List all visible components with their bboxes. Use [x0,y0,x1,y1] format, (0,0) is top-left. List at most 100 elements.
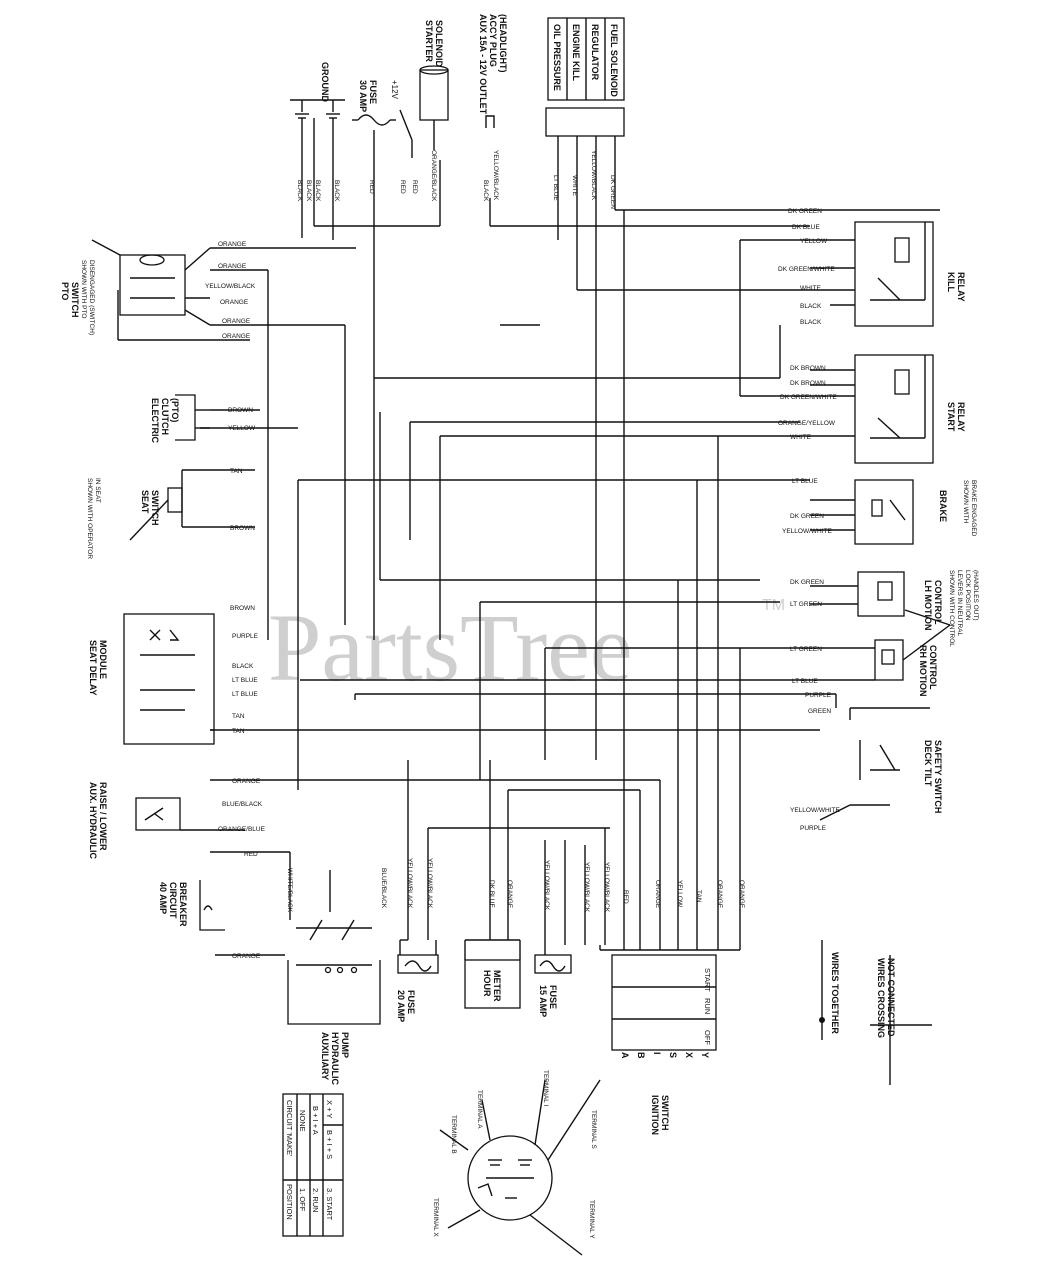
rh-wire-2: LT BLUE [792,678,818,685]
legend-junction-dot [819,1017,825,1023]
starter-solenoid: STARTER SOLENOID [399,20,449,158]
plus-12v-label: +12V [390,80,399,100]
ign-letter-a: A [620,1052,630,1059]
brake-label: BRAKE [938,490,948,522]
start-wire-1: DK BROWN [790,365,826,372]
aux-outlet-label-3: (HEADLIGHT) [498,14,508,73]
brake-wire-2: DK GREEN [790,513,824,520]
fuse-20-label-2: FUSE [406,990,416,1014]
ign-row-off: OFF [703,1030,712,1045]
seat-wire-1: TAN [230,468,243,475]
delay-wire-5: LT BLUE [232,691,258,698]
breaker-label-1: 40 AMP [158,882,168,914]
kill-wire-4: DK GREEN/WHITE [778,266,835,273]
lh-motion-control: LH MOTION CONTROL SHOWN WITH CONTROL LEV… [790,570,979,647]
bw-2: BLUE/BLACK [380,868,387,909]
bw-8: YELLOW/BLACK [583,862,590,913]
breaker-wire: ORANGE [232,953,261,960]
bw-10: RED [622,890,629,904]
ign-letter-b: B [636,1052,646,1059]
brake-note-1: SHOWN WITH [962,480,969,524]
aux-wire-4: RED [244,851,258,858]
pto-note-2: DISENGAGED (SWITCH) [88,260,95,335]
lh-wire-1: DK GREEN [790,579,824,586]
seat-delay-label-1: SEAT DELAY [88,640,98,696]
fuse-15-label-1: 15 AMP [538,985,548,1017]
bw-5: DK BLUE [488,880,495,908]
rh-label-1: RH MOTION [918,645,928,697]
legend-wires-together: WIRES TOGETHER [830,952,840,1034]
ground-group: GROUND [290,62,345,240]
start-relay-label-1: START [946,402,956,432]
aux-wire-3: ORANGE/BLUE [218,826,266,833]
aux-outlet-label-2: ACCY PLUG [488,14,498,67]
aux-outlet: AUX 15A - 12V OUTLET ACCY PLUG (HEADLIGH… [478,14,508,128]
seat-delay-label-2: MODULE [98,640,108,679]
brake-switch: BRAKE SHOWN WITH BRAKE ENGAGED LT BLUE D… [782,478,977,545]
wire-label-ground-1: BLACK [296,180,303,202]
table-row-1-pos: 1. OFF [298,1188,307,1212]
bw-12: YELLOW [676,880,683,908]
delay-wire-7: TAN [232,728,245,735]
kill-relay: KILL RELAY DK GREEN DK BLUE YELLOW DK GR… [739,208,966,396]
motion-note-1: SHOWN WITH CONTROL [948,570,955,647]
brake-wire-3: YELLOW/WHITE [782,528,833,535]
ign-letter-s: S [668,1052,678,1058]
table-row-3-pos: 3. START [325,1188,334,1221]
brake-note-2: BRAKE ENGAGED [970,480,977,537]
deck-wire-3: YELLOW/WHITE [790,807,841,814]
electric-clutch: ELECTRIC CLUTCH (PTO) BROWN YELLOW [150,394,256,444]
vertical-wires [544,210,741,950]
table-row-1-circuit: NONE [298,1110,307,1132]
wire-label-ground-2: BLACK [305,180,312,202]
fuse-15-amp: 15 AMP FUSE [534,945,572,1017]
kill-wire-7: BLACK [800,319,822,326]
pto-wire-3: YELLOW/BLACK [205,283,256,290]
horizontal-wires [118,160,940,956]
terminal-s-label: TERMINAL S [590,1110,597,1149]
terminal-y-label: TERMINAL Y [588,1200,595,1239]
hour-meter: HOUR METER [464,939,521,1009]
kill-wire-5: WHITE [800,285,822,292]
position-table: POSITION CIRCUIT 'MAKE' 1. OFF NONE 2. R… [282,1093,344,1237]
aux-outlet-label-1: AUX 15A - 12V OUTLET [478,14,488,115]
aux-hyd-label-2: RAISE / LOWER [98,782,108,851]
delay-wire-3: BLACK [232,663,254,670]
fuse-15-label-2: FUSE [548,985,558,1009]
rh-wire-1: LT GREEN [790,646,822,653]
pto-wire-1: ORANGE [218,241,247,248]
delay-wire-2: PURPLE [232,633,259,640]
lh-label-2: CONTROL [933,580,943,625]
legend: WIRES TOGETHER WIRES CROSSING NOT CONNEC… [819,940,932,1085]
brake-wire-1: LT BLUE [792,478,818,485]
wire-label-fuse-4: ORANGE/BLACK [430,150,437,202]
seat-label-2: SWITCH [150,490,160,526]
bw-1: WHITE/BLACK [286,868,293,913]
top-connector: OIL PRESSURE ENGINE KILL REGULATOR FUEL … [545,17,625,760]
motion-note-2: LEVERS IN NEUTRAL [956,570,963,636]
ign-row-start: START [703,968,712,992]
aux-wire-2: BLUE/BLACK [222,801,263,808]
hour-meter-label-1: HOUR [482,970,492,997]
pump-label-3: PUMP [340,1032,350,1058]
ignition-key-diagram: TERMINAL B TERMINAL A TERMINAL I TERMINA… [432,1070,601,1256]
wire-label-fuse-1: RED [368,180,375,194]
bw-13: TAN [695,890,702,903]
top-wire-labels: BLACK BLACK BLACK BLACK RED RED RED ORAN… [296,150,499,202]
kill-relay-label-2: RELAY [956,272,966,302]
fuse-20-label-1: 20 AMP [396,990,406,1022]
bw-14: ORANGE [716,880,723,909]
pto-wire-6: ORANGE [222,333,251,340]
ign-letter-i: I [652,1052,662,1055]
bw-11: ORANGE [654,880,661,909]
motion-note-3: LOCK POSITION [964,570,971,621]
breaker-40-amp: 40 AMP CIRCUIT BREAKER ORANGE [158,880,261,960]
wire-label-outlet-1: BLACK [482,180,489,202]
clutch-label-3: (PTO) [170,398,180,422]
connector-oil-pressure: OIL PRESSURE [552,24,562,91]
bw-9: YELLOW/BLACK [603,862,610,913]
seat-wire-2: BROWN [230,525,255,532]
terminal-b-label: TERMINAL B [450,1115,457,1154]
delay-wire-1: BROWN [230,605,255,612]
